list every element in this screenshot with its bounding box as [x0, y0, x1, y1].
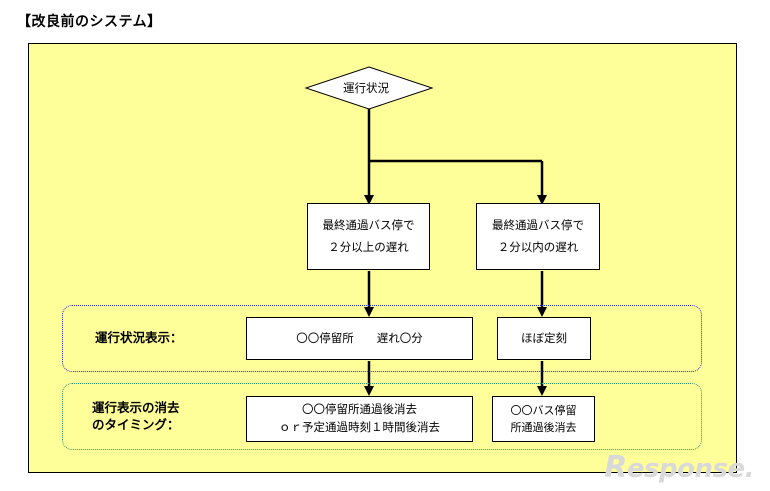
response-watermark: Response.	[604, 450, 754, 485]
deletion-row-label-line1: 運行表示の消去	[92, 400, 180, 415]
display-box-right: ほぼ定刻	[497, 317, 591, 360]
deletion-row-label-line2: のタイミング：	[92, 416, 180, 432]
deletion-right-line2: 所通過後消去	[510, 421, 577, 434]
deletion-row-group	[62, 383, 702, 450]
condition-box-left: 最終通過バス停で ２分以上の遅れ	[307, 203, 430, 270]
display-row-label: 運行状況表示：	[95, 330, 183, 345]
condition-box-right: 最終通過バス停で ２分以内の遅れ	[476, 203, 600, 270]
deletion-left-line1: 〇〇停留所通過後消去	[302, 402, 417, 417]
deletion-box-left: 〇〇停留所通過後消去 ｏｒ予定通過時刻１時間後消去	[246, 396, 473, 442]
deletion-left-line2: ｏｒ予定通過時刻１時間後消去	[279, 420, 440, 434]
display-left-text: 〇〇停留所 遅れ〇分	[296, 330, 423, 345]
deletion-right-line1: 〇〇バス停留	[510, 403, 577, 417]
decision-label: 運行状況	[343, 81, 389, 95]
display-box-left: 〇〇停留所 遅れ〇分	[246, 317, 473, 360]
display-right-text: ほぼ定刻	[521, 330, 567, 345]
deletion-box-right: 〇〇バス停留 所通過後消去	[492, 396, 595, 442]
condition-left-line2: ２分以上の遅れ	[328, 239, 409, 254]
condition-right-line2: ２分以内の遅れ	[497, 239, 579, 254]
deletion-row-label: 運行表示の消去 のタイミング：	[92, 400, 180, 434]
condition-left-line1: 最終通過バス停で	[322, 217, 415, 232]
condition-right-line1: 最終通過バス停で	[492, 217, 584, 232]
display-row-group	[62, 305, 702, 372]
page-title: 【改良前のシステム】	[17, 14, 162, 30]
